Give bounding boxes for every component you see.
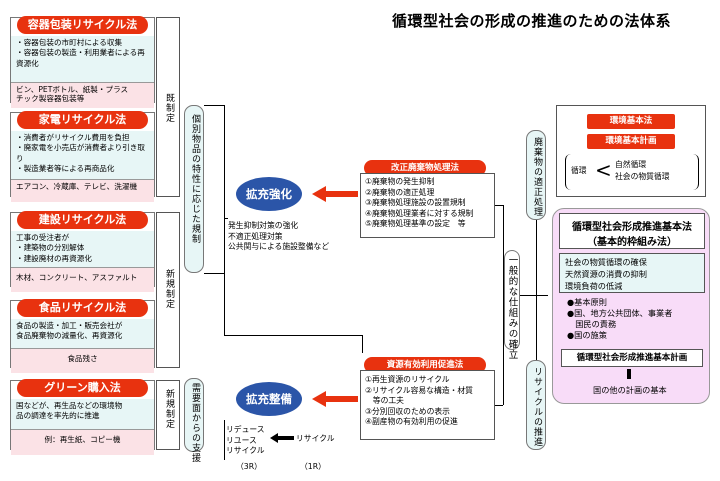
bullet: ・容器包装の市町村による収集 xyxy=(16,38,123,47)
law-item: ②廃棄物の適正処理 xyxy=(365,187,435,197)
law-title: 家電リサイクル法 xyxy=(17,111,148,129)
haikibutsu-law-box: ①廃棄物の発生抑制 ②廃棄物の適正処理 ③廃棄物処理施設の設置規制 ④廃棄物処理… xyxy=(360,173,495,238)
law-panel-kaden: 家電リサイクル法 ・消費者がリサイクル費用を負担 ・廃家電を小売店が消費者より引… xyxy=(10,111,155,202)
recycle-suishin-pill: リサイクルの推進 xyxy=(526,360,546,450)
law-item: ④副産物の有効利用の促進 xyxy=(365,417,458,426)
page-title: 循環型社会の形成の推進のための法体系 xyxy=(392,12,672,30)
bullet: ・建築物の分別解体 xyxy=(16,243,85,253)
junkan-plan-box: 循環型社会形成推進基本計画 xyxy=(561,349,703,367)
note: 不適正処理対策 xyxy=(228,231,283,241)
shigen-law-box: ①再生資源のリサイクル ②リサイクル容易な構造・材質 等の工夫 ③分別回収のため… xyxy=(360,370,495,440)
env-basic-plan: 環境基本計画 xyxy=(587,134,675,149)
junkan-law-panel: 循環型社会形成推進基本法 （基本的枠組み法） 社会の物質循環の確保 天然資源の消… xyxy=(552,208,710,404)
point: 国民の責務 xyxy=(567,319,617,329)
law-title: 食品リサイクル法 xyxy=(17,299,148,317)
item: エアコン、冷蔵庫、テレビ、洗濯機 xyxy=(16,182,138,191)
env-basic-law: 環境基本法 xyxy=(587,114,675,129)
bullet: ・消費者がリサイクル費用を負担 xyxy=(16,133,130,142)
law-item: ③廃棄物処理施設の設置規制 xyxy=(365,198,466,207)
aim: 天然資源の消費の抑制 xyxy=(565,269,647,279)
law-item: ②リサイクル容易な構造・材質 xyxy=(365,385,473,395)
r-item: リデュース xyxy=(226,425,265,434)
shinki-label: 新規制定 xyxy=(164,269,174,309)
law-item: ③分別回収のための表示 xyxy=(365,406,450,416)
bullet: ・容器包装の製造・利用業者による再資源化 xyxy=(16,48,145,68)
shinki-box-2: 新規制定 xyxy=(156,380,180,450)
kisei-label: 既制定 xyxy=(164,93,174,123)
three-r-tag: （3R） xyxy=(236,462,262,471)
law-item: ⑤廃棄物処理基準の設定 等 xyxy=(365,219,466,228)
shigen-law-title: 資源有効利用促進法 xyxy=(364,357,486,373)
bullet: ・製造業者等による再商品化 xyxy=(16,164,115,174)
law-item: ①廃棄物の発生抑制 xyxy=(365,177,435,186)
bullet: 工事の受注者が xyxy=(16,233,70,242)
item: チック製容器包装等 xyxy=(16,94,85,103)
haikibutsu-law-title: 改正廃棄物処理法 xyxy=(364,160,486,176)
junkan-law-name: 循環型社会形成推進基本法 xyxy=(572,222,692,233)
aim: 環境負荷の低減 xyxy=(565,281,623,291)
note: 公共関与による施設整備など xyxy=(228,242,330,251)
haikibutsu-tekisei-pill: 廃棄物の適正処理 xyxy=(526,130,546,220)
arrow-left-icon xyxy=(312,186,358,202)
kakuju-notes: 発生抑制対策の強化 不適正処理対策 公共関与による施設整備など xyxy=(228,221,329,253)
ippan-pill: 一般的な仕組みの確立 xyxy=(504,250,520,360)
item: 食品残さ xyxy=(67,354,98,363)
shinki-box-1: 新規制定 xyxy=(156,212,180,368)
juyo-pill: 需要面からの支援 xyxy=(184,378,204,463)
item: 木材、コンクリート、アスファルト xyxy=(16,273,138,282)
bullet: ・廃家電を小売店が消費者より引き取り xyxy=(16,143,145,163)
law-panel-green: グリーン購入法 国などが、再生品などの環境物 品の調達を率先的に推進 例：再生紙… xyxy=(10,379,155,455)
law-title: 建設リサイクル法 xyxy=(17,211,148,229)
kakuju-kyoka-oval: 拡充強化 xyxy=(236,177,302,211)
law-title: 容器包装リサイクル法 xyxy=(17,16,148,34)
junkan-points: ●基本原則 ●国、地方公共団体、事業者 国民の責務 ●国の施策 xyxy=(567,297,672,341)
law-title: グリーン購入法 xyxy=(17,379,148,397)
other-plan-label: 国の他の計画の基本 xyxy=(593,385,667,395)
bullet: 国などが、再生品などの環境物 xyxy=(16,401,123,410)
law-item: ①再生資源のリサイクル xyxy=(365,375,450,384)
law-panel-kensetsu: 建設リサイクル法 工事の受注者が ・建築物の分別解体 ・建設廃材の再資源化 木材… xyxy=(10,211,155,292)
three-r-list: リデュース リユース リサイクル xyxy=(226,425,265,457)
kobetsu-pill: 個別物品の特性に応じた規制 xyxy=(184,105,204,273)
env-box: 環境基本法 環境基本計画 循環 < 自然循環 社会の物質循環 xyxy=(556,105,706,197)
r-item: リユース xyxy=(226,435,257,445)
law-item: ④廃棄物処理業者に対する規制 xyxy=(365,208,474,218)
point: ●国の施策 xyxy=(567,330,607,340)
r-item: リサイクル xyxy=(226,446,265,455)
shakai-label: 社会の物質循環 xyxy=(615,172,670,181)
item: ビン、PETボトル、紙製・プラス xyxy=(16,85,129,94)
kobetsu-label: 個別物品の特性に応じた規制 xyxy=(190,114,200,244)
less-than-icon: < xyxy=(595,158,612,182)
kisei-box: 既制定 xyxy=(156,17,180,197)
recycle-suishin-label: リサイクルの推進 xyxy=(532,367,542,447)
note: 発生抑制対策の強化 xyxy=(228,221,299,230)
bullet: ・建設廃材の再資源化 xyxy=(16,253,92,263)
bullet: 品の調達を率先的に推進 xyxy=(16,411,100,421)
equals-icon xyxy=(627,369,631,379)
point: ●基本原則 xyxy=(567,297,607,307)
one-r-label: リサイクル xyxy=(296,434,335,443)
law-panel-yoki: 容器包装リサイクル法 ・容器包装の市町村による収集 ・容器包装の製造・利用業者に… xyxy=(10,16,155,108)
ippan-label: 一般的な仕組みの確立 xyxy=(506,255,518,360)
law-panel-shokuhin: 食品リサイクル法 食品の製造・加工・販売会社が 食品廃棄物の減量化、再資源化 食… xyxy=(10,299,155,373)
one-r-tag: （1R） xyxy=(300,462,326,471)
arrow-left-icon xyxy=(312,391,358,407)
bullet: 食品廃棄物の減量化、再資源化 xyxy=(16,331,123,341)
arrow-left-icon xyxy=(270,433,294,443)
law-item: 等の工夫 xyxy=(365,396,404,405)
item: 例：再生紙、コピー機 xyxy=(44,435,121,444)
shinki-label: 新規制定 xyxy=(164,389,174,429)
aim: 社会の物質循環の確保 xyxy=(565,257,647,267)
juyo-label: 需要面からの支援 xyxy=(190,383,200,463)
bullet: 食品の製造・加工・販売会社が xyxy=(16,321,123,330)
junkan-label: 循環 xyxy=(571,166,587,175)
junkan-law-subname: （基本的枠組み法） xyxy=(587,237,677,248)
point: ●国、地方公共団体、事業者 xyxy=(567,308,673,318)
shizen-label: 自然循環 xyxy=(615,160,647,169)
haikibutsu-tekisei-label: 廃棄物の適正処理 xyxy=(532,137,542,217)
kakuju-seibi-oval: 拡充整備 xyxy=(236,382,302,416)
